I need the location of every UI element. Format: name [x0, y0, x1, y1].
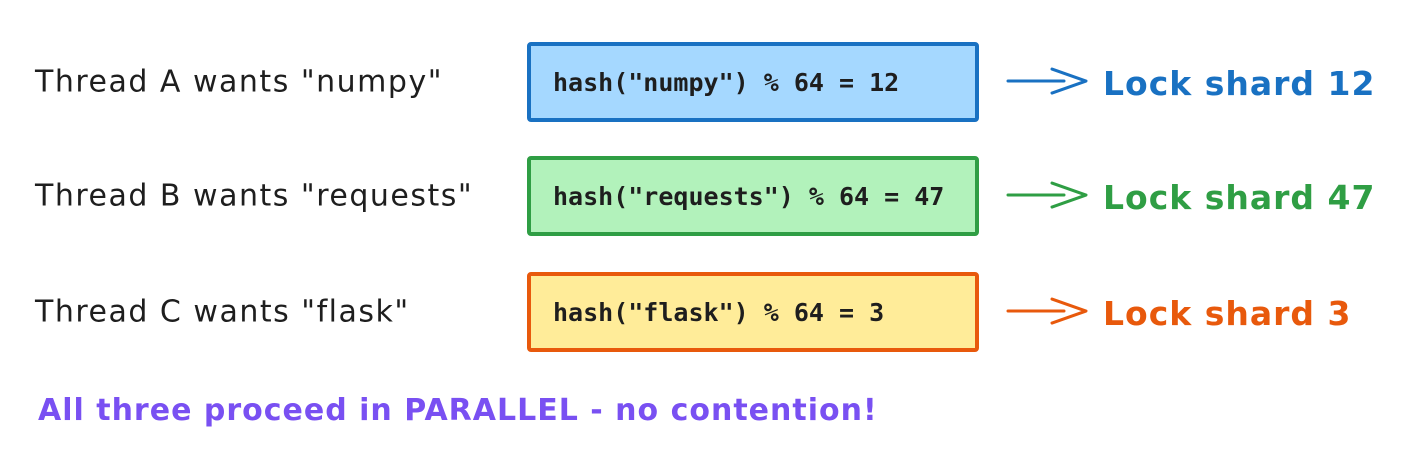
right-arrow-icon [1006, 295, 1090, 327]
lock-shard-label: Lock shard 12 [1103, 64, 1376, 104]
hash-box: hash("flask") % 64 = 3 [527, 272, 979, 352]
hash-expression: hash("requests") % 64 = 47 [553, 181, 945, 211]
lock-shard-label: Lock shard 47 [1103, 178, 1376, 218]
thread-row-a: Thread A wants "numpy" hash("numpy") % 6… [0, 42, 1406, 122]
hash-box: hash("numpy") % 64 = 12 [527, 42, 979, 122]
thread-label: Thread C wants "flask" [35, 294, 410, 330]
thread-label: Thread B wants "requests" [35, 178, 474, 214]
thread-row-c: Thread C wants "flask" hash("flask") % 6… [0, 272, 1406, 352]
hash-box: hash("requests") % 64 = 47 [527, 156, 979, 236]
hash-expression: hash("numpy") % 64 = 12 [553, 67, 900, 97]
thread-row-b: Thread B wants "requests" hash("requests… [0, 156, 1406, 236]
hash-expression: hash("flask") % 64 = 3 [553, 297, 885, 327]
right-arrow-icon [1006, 179, 1090, 211]
thread-label: Thread A wants "numpy" [35, 64, 443, 100]
lock-shard-label: Lock shard 3 [1103, 294, 1352, 334]
right-arrow-icon [1006, 65, 1090, 97]
footer-note: All three proceed in PARALLEL - no conte… [38, 393, 878, 428]
